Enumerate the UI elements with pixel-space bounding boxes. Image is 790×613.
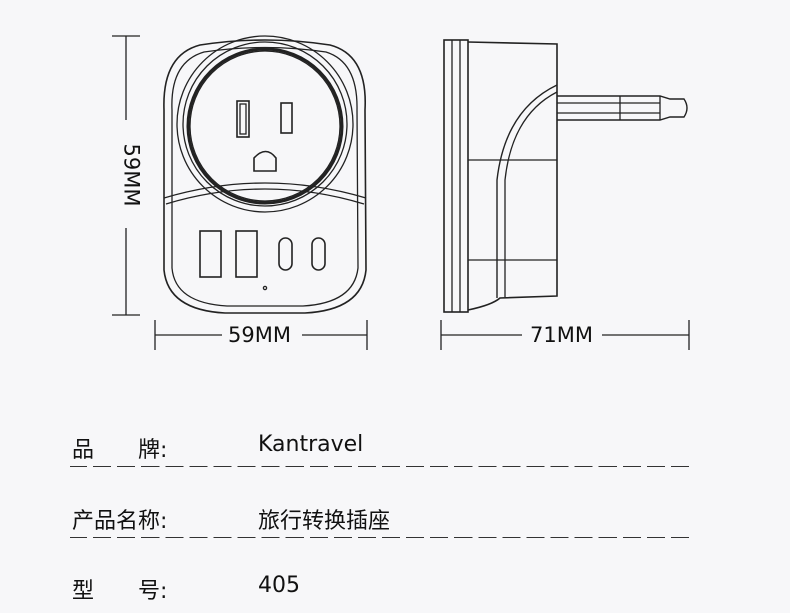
height-dimension-line [112, 35, 140, 316]
depth-dimension-label: 71MM [526, 323, 597, 347]
spec-label: 产品名称: [72, 509, 168, 534]
spec-value: Kantravel [258, 432, 364, 457]
height-dimension-label: 59MM [119, 139, 144, 211]
side-view-adapter [443, 39, 688, 313]
spec-label: 品 牌: [72, 438, 168, 463]
spec-label: 型 号: [72, 579, 168, 604]
depth-dimension-line [440, 320, 690, 350]
spec-value: 405 [258, 573, 300, 598]
spec-row-model: 型 号: 405 [70, 573, 690, 613]
spec-value: 旅行转换插座 [258, 509, 391, 534]
dashed-divider [70, 537, 690, 538]
width-dimension-label: 59MM [224, 323, 295, 347]
spec-row-brand: 品 牌: Kantravel [70, 432, 690, 472]
front-width-dimension-line [154, 320, 368, 350]
dashed-divider [70, 466, 690, 467]
front-view-adapter [163, 35, 367, 314]
spec-row-product-name: 产品名称: 旅行转换插座 [70, 503, 690, 543]
